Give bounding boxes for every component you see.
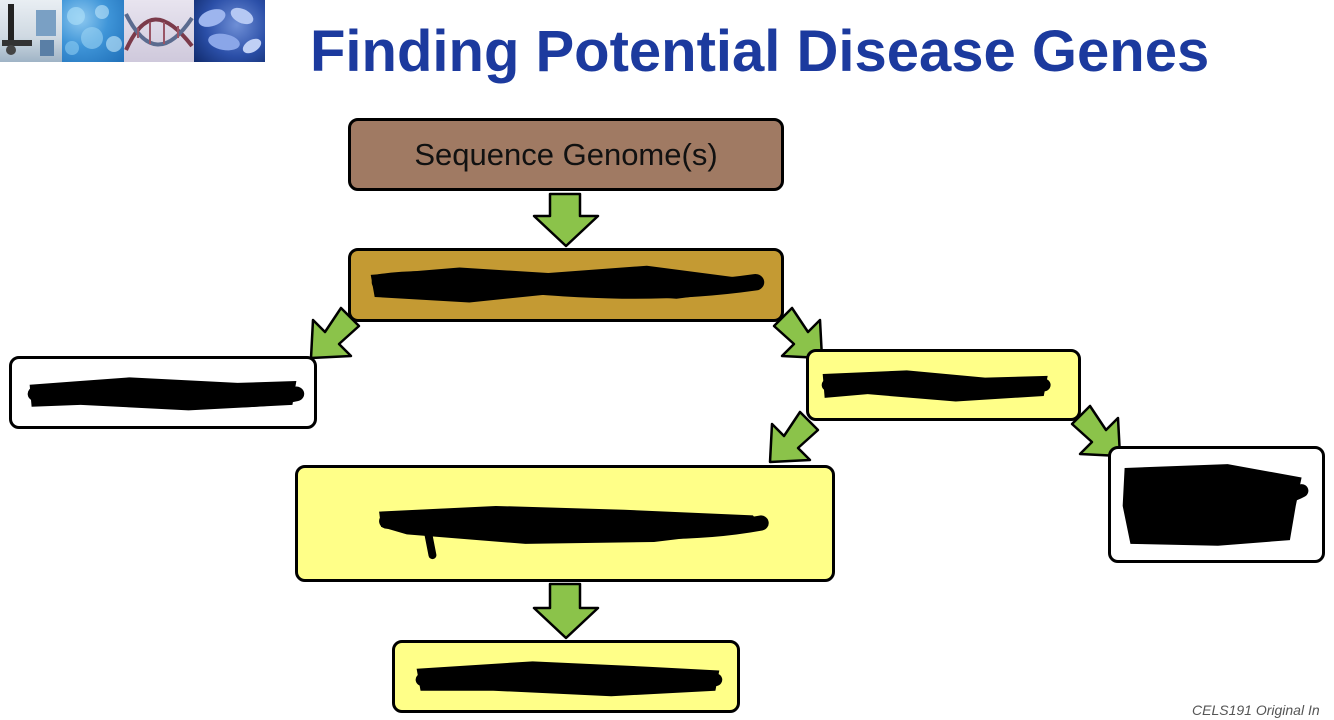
node-redacted-white-right: [1108, 446, 1325, 563]
node-redacted-gold: [348, 248, 784, 322]
node-redacted-yellow-large: [295, 465, 835, 582]
arrow-down-left-2-icon: [768, 410, 820, 464]
redaction-scribble: [379, 505, 769, 560]
lab-equipment-image: [0, 0, 62, 62]
node-label: Sequence Genome(s): [414, 136, 718, 172]
node-redacted-white-left: [9, 356, 317, 429]
footer-credit: CELS191 Original In: [1192, 702, 1320, 718]
dna-helix-image: [124, 0, 194, 62]
slide-title: Finding Potential Disease Genes: [310, 19, 1210, 84]
arrow-down-right-1-icon: [772, 306, 824, 360]
node-redacted-yellow-right: [806, 349, 1081, 421]
node-redacted-yellow-bottom: [392, 640, 740, 713]
bacteria-image: [194, 0, 265, 62]
header-image-strip: [0, 0, 265, 62]
arrow-down-2-icon: [532, 582, 600, 640]
redaction-scribble: [27, 377, 305, 411]
arrow-down-left-1-icon: [309, 306, 361, 360]
redaction-scribble: [415, 661, 723, 697]
node-sequence-genomes: Sequence Genome(s): [348, 118, 784, 191]
arrow-down-right-2-icon: [1070, 404, 1122, 458]
cells-image: [62, 0, 124, 62]
redaction-scribble: [1122, 464, 1309, 546]
redaction-scribble: [821, 370, 1051, 402]
redaction-scribble: [370, 265, 765, 303]
arrow-down-1-icon: [532, 192, 600, 248]
